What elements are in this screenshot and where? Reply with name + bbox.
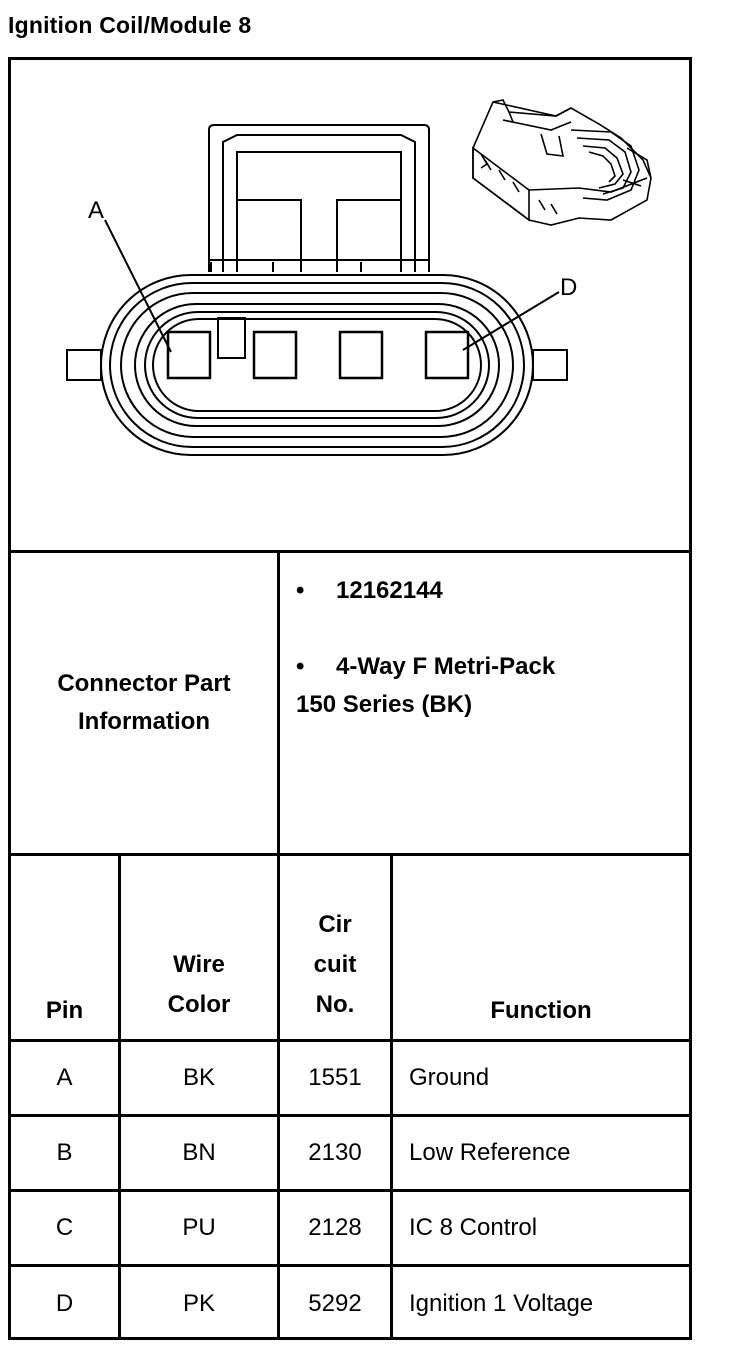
divider-col-circuit bbox=[390, 853, 393, 1340]
description-item: • 4-Way F Metri-Pack bbox=[296, 648, 686, 686]
table-row-function: Ignition 1 Voltage bbox=[409, 1289, 594, 1317]
table-row-wire-color: PU bbox=[182, 1214, 216, 1241]
header-circuit: Cir cuit No. bbox=[313, 911, 357, 1018]
divider-row-2 bbox=[8, 1189, 692, 1192]
header-function: Function bbox=[490, 997, 592, 1024]
pin-label-a: A bbox=[88, 197, 104, 224]
connector-diagram: A D bbox=[66, 99, 652, 456]
connector-info-label-line2: Information bbox=[77, 708, 210, 735]
table-row-wire-color: BN bbox=[182, 1139, 216, 1166]
divider-header bbox=[8, 1039, 692, 1042]
bullet-icon: • bbox=[296, 653, 305, 680]
header-wire-color: Wire Color bbox=[167, 951, 231, 1018]
table-row-circuit: 5292 bbox=[308, 1289, 362, 1317]
table-row-circuit: 2130 bbox=[308, 1139, 362, 1166]
divider-info-table bbox=[8, 853, 692, 856]
part-number: 12162144 bbox=[336, 577, 443, 604]
divider-col-wire bbox=[277, 853, 280, 1340]
connector-info-label: Connector Part Information bbox=[11, 553, 277, 853]
cavity-d bbox=[424, 330, 470, 380]
description-line2: 150 Series (BK) bbox=[296, 691, 473, 718]
page-title: Ignition Coil/Module 8 bbox=[8, 12, 252, 38]
bullet-icon: • bbox=[296, 577, 305, 604]
table-row-function: Low Reference bbox=[409, 1139, 571, 1166]
description-line1: 4-Way F Metri-Pack bbox=[336, 653, 556, 680]
divider-diagram-info bbox=[8, 550, 692, 553]
pin-label-d: D bbox=[560, 274, 577, 301]
cavity-c bbox=[338, 330, 384, 380]
divider-col-pin bbox=[118, 853, 121, 1340]
table-row-wire-color: BK bbox=[182, 1064, 215, 1091]
table-row-circuit: 1551 bbox=[308, 1064, 362, 1091]
divider-info-columns bbox=[277, 550, 280, 856]
table-row-function: Ground bbox=[409, 1064, 490, 1091]
cavity-b bbox=[252, 330, 298, 380]
connector-info-label-line1: Connector Part bbox=[57, 670, 231, 697]
connector-table-frame bbox=[8, 57, 692, 1340]
table-row-circuit: 2128 bbox=[308, 1214, 362, 1241]
divider-row-3 bbox=[8, 1264, 692, 1267]
divider-row-1 bbox=[8, 1114, 692, 1117]
header-pin: Pin bbox=[45, 997, 84, 1024]
table-row-pin: B bbox=[56, 1139, 73, 1166]
table-row-pin: C bbox=[55, 1214, 74, 1241]
table-row-function: IC 8 Control bbox=[409, 1214, 538, 1241]
table-row-pin: A bbox=[56, 1064, 73, 1091]
table-row-wire-color: PK bbox=[182, 1289, 215, 1317]
cavity-a bbox=[166, 330, 212, 380]
connector-info-list: • 12162144 • 4-Way F Metri-Pack 150 Seri… bbox=[296, 572, 686, 724]
table-row-pin: D bbox=[55, 1289, 74, 1317]
part-number-item: • 12162144 bbox=[296, 572, 686, 610]
